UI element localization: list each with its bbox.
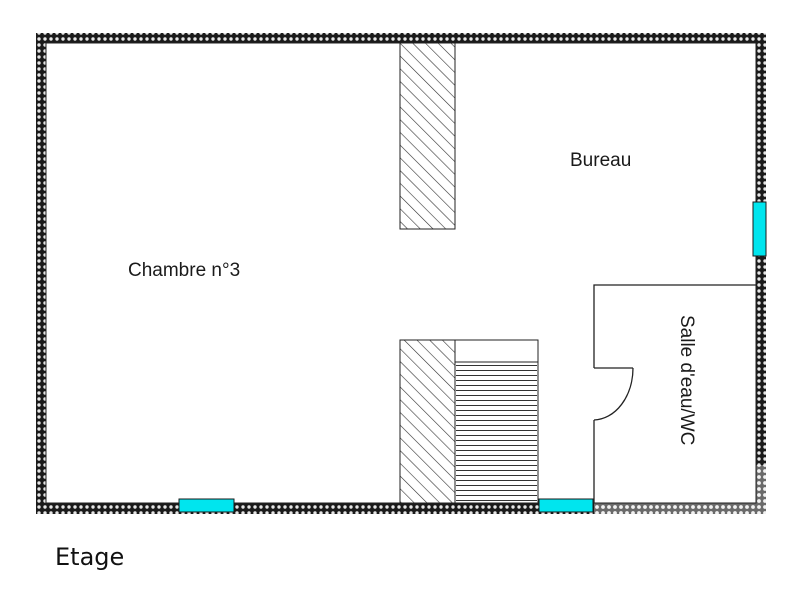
bathroom-partition: [593, 284, 756, 503]
room-label-chambre: Chambre n°3: [128, 260, 240, 281]
wall-bottom-left: [36, 503, 594, 514]
wall-right-lower: [756, 465, 766, 514]
wall-bottom-right: [594, 503, 766, 514]
partition-wall: [593, 284, 756, 368]
room-label-bureau: Bureau: [570, 150, 631, 171]
door-swing-arc: [593, 367, 634, 421]
window-right: [752, 201, 767, 257]
hatched-block-lower: [399, 339, 456, 504]
chimney-blocks: [399, 42, 456, 504]
staircase: [454, 339, 539, 504]
window-bottom-left: [178, 498, 235, 513]
room-label-salle-eau: Salle d'eau/WC: [676, 315, 697, 445]
wall-top: [36, 33, 766, 43]
window-bottom-right: [538, 498, 594, 513]
stair-steps: [456, 362, 537, 502]
hatched-block-upper: [399, 42, 456, 230]
windows: [178, 201, 767, 513]
floor-caption: Etage: [55, 543, 125, 571]
wall-right-upper: [756, 33, 766, 493]
wall-left: [36, 33, 46, 514]
